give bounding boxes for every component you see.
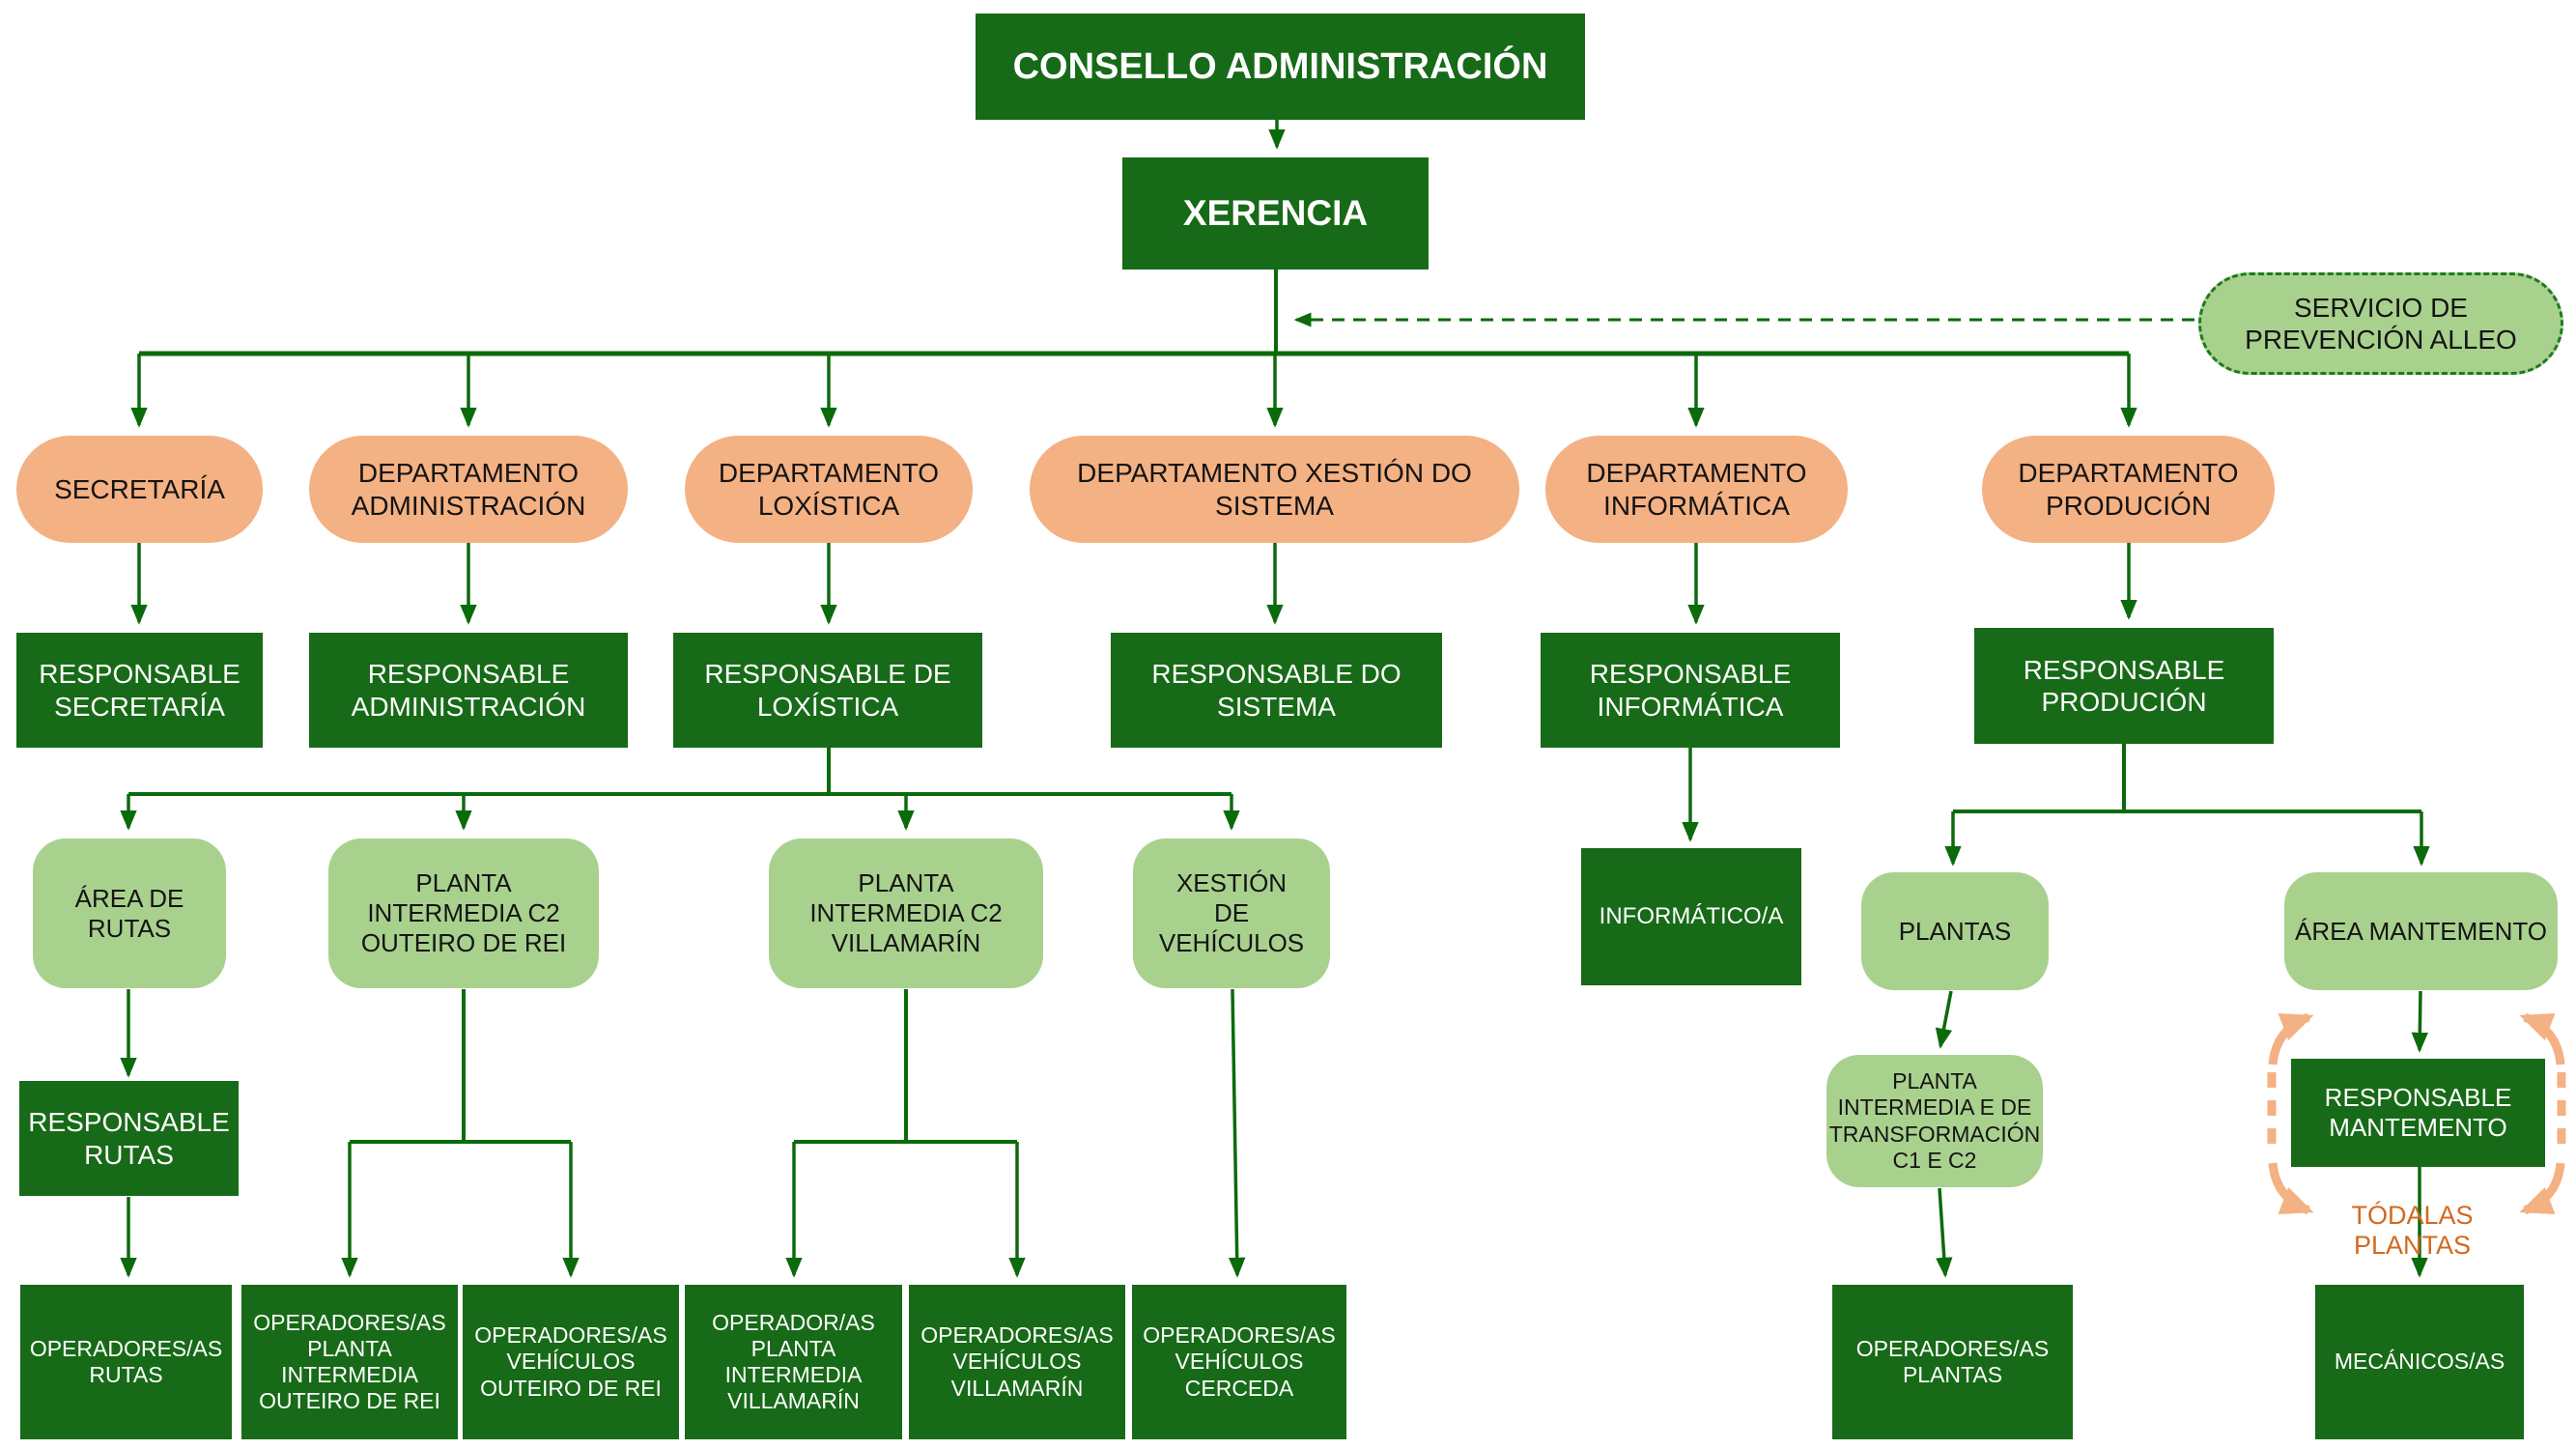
- department-producion: DEPARTAMENTO PRODUCIÓN: [1982, 436, 2275, 543]
- unit-planta-intermedia-outeiro: PLANTA INTERMEDIA C2 OUTEIRO DE REI: [328, 838, 599, 988]
- responsable-administracion: RESPONSABLE ADMINISTRACIÓN: [309, 633, 628, 748]
- responsable-informatica: RESPONSABLE INFORMÁTICA: [1541, 633, 1840, 748]
- department-loxistica: DEPARTAMENTO LOXÍSTICA: [685, 436, 973, 543]
- staff-operadores-rutas: OPERADORES/AS RUTAS: [20, 1285, 232, 1439]
- responsable-rutas: RESPONSABLE RUTAS: [19, 1081, 239, 1196]
- node-xerencia: XERENCIA: [1122, 157, 1429, 270]
- unit-xestion-de-vehiculos: XESTIÓN DE VEHÍCULOS: [1133, 838, 1330, 988]
- staff-operadores-vehiculos-villamarin: OPERADORES/AS VEHÍCULOS VILLAMARÍN: [909, 1285, 1125, 1439]
- staff-operadores-plantas: OPERADORES/AS PLANTAS: [1832, 1285, 2073, 1439]
- staff-operadores-vehiculos-cerceda: OPERADORES/AS VEHÍCULOS CERCEDA: [1132, 1285, 1346, 1439]
- unit-area-mantemento: ÁREA MANTEMENTO: [2284, 872, 2558, 990]
- unit-planta-intermedia-villamarin: PLANTA INTERMEDIA C2 VILLAMARÍN: [769, 838, 1043, 988]
- department-administracion: DEPARTAMENTO ADMINISTRACIÓN: [309, 436, 628, 543]
- department-secretaria: SECRETARÍA: [16, 436, 263, 543]
- staff-operadores-planta-outeiro: OPERADORES/AS PLANTA INTERMEDIA OUTEIRO …: [241, 1285, 458, 1439]
- department-xestion-do-sistema: DEPARTAMENTO XESTIÓN DO SISTEMA: [1030, 436, 1519, 543]
- responsable-sistema: RESPONSABLE DO SISTEMA: [1111, 633, 1442, 748]
- node-servicio-prevencion-alleo: SERVICIO DE PREVENCIÓN ALLEO: [2198, 272, 2563, 375]
- responsable-mantemento: RESPONSABLE MANTEMENTO: [2291, 1059, 2545, 1167]
- staff-mecanicos: MECÁNICOS/AS: [2315, 1285, 2524, 1439]
- unit-planta-transformacion-c1-c2: PLANTA INTERMEDIA E DE TRANSFORMACIÓN C1…: [1826, 1055, 2043, 1187]
- responsable-secretaria: RESPONSABLE SECRETARÍA: [16, 633, 263, 748]
- responsable-producion: RESPONSABLE PRODUCIÓN: [1974, 628, 2274, 744]
- unit-area-de-rutas: ÁREA DE RUTAS: [33, 838, 226, 988]
- staff-operador-planta-villamarin: OPERADOR/AS PLANTA INTERMEDIA VILLAMARÍN: [685, 1285, 902, 1439]
- staff-operadores-vehiculos-outeiro: OPERADORES/AS VEHÍCULOS OUTEIRO DE REI: [463, 1285, 679, 1439]
- note-todalas-plantas: TÓDALAS PLANTAS: [2351, 1201, 2474, 1260]
- responsable-loxistica: RESPONSABLE DE LOXÍSTICA: [673, 633, 982, 748]
- department-informatica: DEPARTAMENTO INFORMÁTICA: [1545, 436, 1848, 543]
- node-consello-administracion: CONSELLO ADMINISTRACIÓN: [976, 14, 1585, 120]
- staff-informatico: INFORMÁTICO/A: [1581, 848, 1801, 985]
- unit-plantas: PLANTAS: [1861, 872, 2049, 990]
